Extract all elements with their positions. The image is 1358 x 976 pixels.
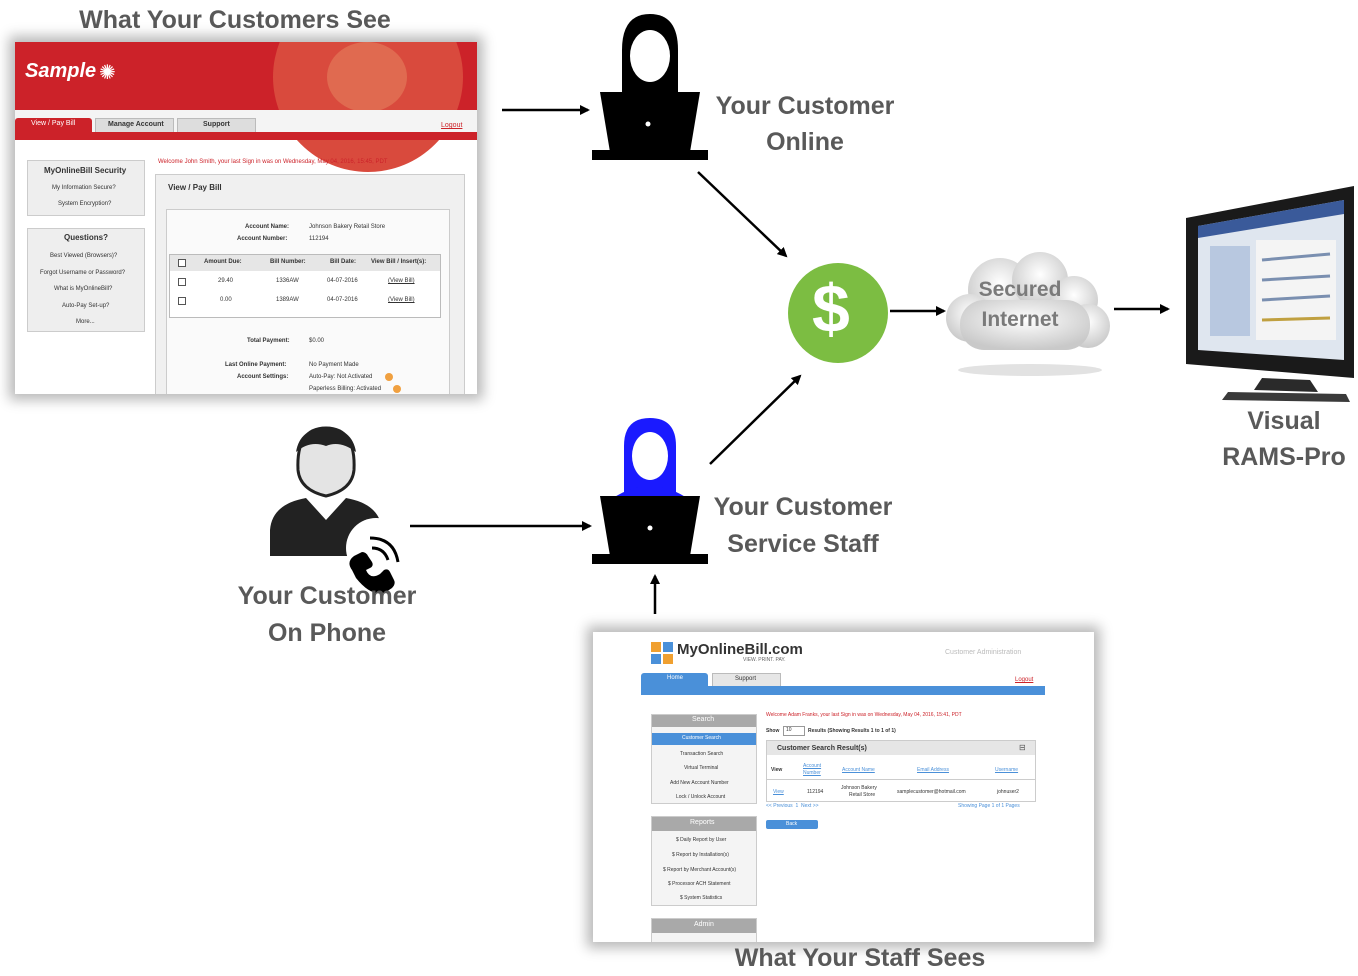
pager[interactable]: << Previous 1 Next >> [766,803,819,809]
phone-label-1: Your Customer [237,582,417,610]
sample-logo-icon: ✺ [99,62,116,84]
staff-tab-underline [641,686,1045,695]
col-email-sort[interactable]: Email Address [917,767,949,773]
report-item[interactable]: $ Processor ACH Statement [668,881,731,887]
dollar-sign: $ [812,271,850,347]
report-item[interactable]: $ Report by Merchant Account(s) [663,867,737,873]
security-item[interactable]: My Information Secure? [52,185,116,191]
cloud-label-2: Internet [981,308,1059,331]
report-item[interactable]: $ Daily Report by User [676,837,727,843]
sample-logo: Sample [25,60,97,82]
rams-label-2: RAMS-Pro [1222,443,1346,471]
dollar-icon [788,263,888,363]
results-panel: Customer Search Result(s) ⊟ View Account… [766,740,1036,802]
question-item[interactable]: Best Viewed (Browsers)? [50,253,118,259]
reports-menu: Reports $ Daily Report by User $ Report … [651,816,757,906]
myonlinebill-logo: MyOnlineBill.com [677,641,803,658]
staff-laptop-icon [592,418,708,564]
question-item[interactable]: What is MyOnlineBill? [54,286,113,292]
staff-logout-link[interactable]: Logout [1015,677,1034,683]
arrow-staff-to-dollar [709,374,802,465]
phone-person-icon [270,426,406,594]
security-box: MyOnlineBill Security My Information Sec… [27,160,145,216]
customers-see-label: What Your Customers See [79,6,391,34]
pay-panel: View / Pay Bill Account Name: Johnson Ba… [155,174,465,394]
select-all-checkbox[interactable] [178,259,186,267]
security-item[interactable]: System Encryption? [58,201,112,207]
bill-row-checkbox[interactable] [178,278,186,286]
monitor-icon [1186,186,1354,402]
customer-welcome: Welcome John Smith, your last Sign in wa… [158,159,388,165]
logo-tagline: VIEW. PRINT. PAY. [743,657,786,663]
row-view-link[interactable]: View [773,789,784,795]
search-item[interactable]: Transaction Search [680,751,724,757]
tab-view-pay[interactable]: View / Pay Bill [15,118,92,132]
customer-portal-screenshot: Sample ✺ View / Pay Bill Manage Account … [15,42,477,394]
page-info: Showing Page 1 of 1 Pages [958,803,1020,809]
back-button[interactable]: Back [766,820,818,829]
staff-portal-screenshot: MyOnlineBill.com VIEW. PRINT. PAY. Custo… [593,632,1094,942]
search-item[interactable]: Lock / Unlock Account [676,794,726,800]
admin-menu: Admin [651,918,757,942]
view-bill-link[interactable]: (View Bill) [388,278,415,284]
question-item[interactable]: More... [76,319,95,325]
admin-title: Customer Administration [945,649,1022,656]
cloud-label-1: Secured [978,278,1062,301]
staff-label-2: Service Staff [727,530,879,558]
bill-row-checkbox[interactable] [178,297,186,305]
myonlinebill-logo-icon [651,642,673,664]
view-bill-link[interactable]: (View Bill) [388,297,415,303]
collapse-icon[interactable]: ⊟ [1019,743,1026,752]
customer-online-label-1: Your Customer [715,92,895,120]
col-user-sort[interactable]: Username [995,767,1019,773]
tab-home[interactable]: Home [641,673,708,686]
report-item[interactable]: $ Report by Installation(s) [672,852,729,858]
bill-box: Account Name: Johnson Bakery Retail Stor… [166,209,450,394]
customer-online-label-2: Online [766,128,844,156]
info-dot-icon[interactable] [385,373,393,381]
cloud-icon [946,252,1110,376]
search-item[interactable]: Virtual Terminal [684,765,719,771]
questions-box: Questions? Best Viewed (Browsers)? Forgo… [27,228,145,332]
staff-label-1: Your Customer [713,493,893,521]
bill-table: Amount Due: Bill Number: Bill Date: View… [169,254,441,318]
tab-underline [15,132,477,140]
col-name-sort[interactable]: Account Name [842,767,875,773]
arrow-customer-to-dollar [697,171,788,258]
show-select[interactable]: 10 [783,726,805,736]
info-dot-icon[interactable] [393,385,401,393]
report-item[interactable]: $ System Statistics [680,895,723,901]
rams-label-1: Visual [1247,407,1321,435]
search-item[interactable]: Add New Account Number [670,780,729,786]
question-item[interactable]: Forgot Username or Password? [40,270,126,276]
logout-link[interactable]: Logout [441,122,463,129]
customer-laptop-icon [592,14,708,160]
staff-sees-label: What Your Staff Sees [734,944,986,972]
sunburst-core [327,42,407,112]
phone-label-2: On Phone [267,619,387,647]
search-item-active[interactable]: Customer Search [652,733,756,745]
tab-support[interactable]: Support [712,673,781,687]
search-menu: Search Customer Search Transaction Searc… [651,714,757,804]
question-item[interactable]: Auto-Pay Set-up? [62,303,110,309]
staff-welcome: Welcome Adam Franks, your last Sign in w… [766,712,962,718]
